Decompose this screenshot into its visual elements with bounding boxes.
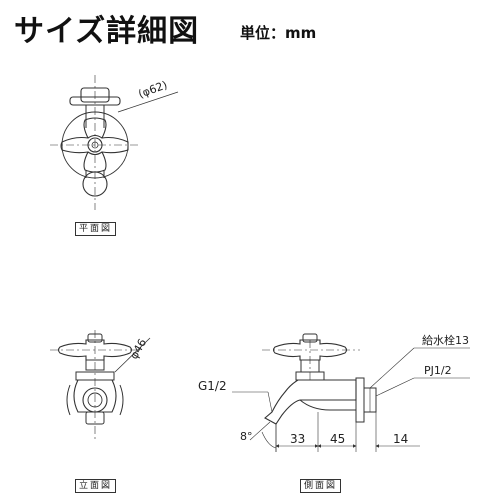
dimension-c-label: 14 bbox=[393, 432, 408, 446]
front-view-label: 立面図 bbox=[75, 479, 117, 493]
page-title: サイズ詳細図 bbox=[14, 14, 200, 49]
thread-label: G1/2 bbox=[198, 379, 227, 393]
dimension-b-label: 45 bbox=[330, 432, 345, 446]
front-view bbox=[50, 330, 151, 440]
plan-view-label: 平面図 bbox=[75, 222, 117, 236]
inlet-thread-label: PJ1/2 bbox=[424, 364, 452, 377]
dimension-a-label: 33 bbox=[290, 432, 305, 446]
side-view-label: 側面図 bbox=[300, 479, 342, 493]
front-diameter-label: φ46 bbox=[127, 337, 149, 362]
inlet-name-label: 給水栓13 bbox=[422, 333, 469, 347]
side-view bbox=[232, 333, 470, 452]
plan-diameter-label: (φ62) bbox=[137, 78, 169, 100]
plan-view bbox=[50, 75, 179, 210]
unit-label: 単位：mm bbox=[240, 24, 317, 42]
spout-angle-label: 8° bbox=[240, 430, 253, 443]
